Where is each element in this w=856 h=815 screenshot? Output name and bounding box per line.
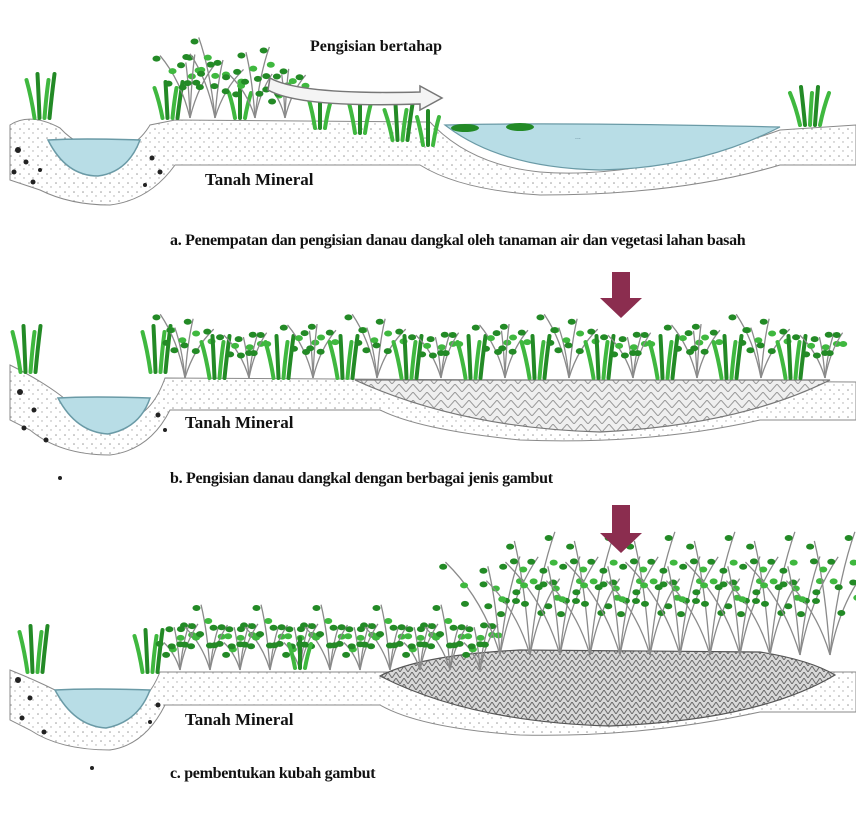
stage-a-arrow-label: Pengisian bertahap [310,38,442,56]
grass-tuft-icon [790,87,829,125]
shrub-icon [600,532,682,655]
panel-a-illustration [10,37,856,205]
grass-tuft-icon [394,336,422,378]
panel-c-vegetation [20,532,856,672]
stage-a-caption: a. Penempatan dan pengisian danau dangka… [170,232,745,250]
stage-c-caption: c. pembentukan kubah gambut [170,765,375,783]
shrub-icon [540,532,622,655]
grass-tuft-icon [229,87,251,118]
stage-a-lake-text: ... [575,134,581,141]
shrub-icon [660,532,742,655]
grass-tuft-icon [778,336,806,378]
shrub-icon [153,54,220,118]
down-arrow-icon [600,272,642,318]
shrub-icon [720,532,802,655]
grass-tuft-icon [417,111,439,145]
grass-tuft-icon [586,336,614,378]
grass-tuft-icon [202,336,230,378]
grass-tuft-icon [27,74,55,118]
stage-b-caption: b. Pengisian danau dangkal dengan berbag… [170,470,553,488]
panel-c-illustration [10,505,856,770]
grass-tuft-icon [13,326,41,372]
stage-a-soil-label: Tanah Mineral [205,170,313,190]
grass-tuft-icon [143,326,171,372]
stage-c-soil-label: Tanah Mineral [185,710,293,730]
panel-b-vegetation [13,314,848,378]
grass-tuft-icon [20,626,48,672]
stage-b-soil-label: Tanah Mineral [185,413,293,433]
grass-tuft-icon [135,630,163,672]
grass-tuft-icon [155,82,183,118]
panel-b-illustration [10,272,856,480]
